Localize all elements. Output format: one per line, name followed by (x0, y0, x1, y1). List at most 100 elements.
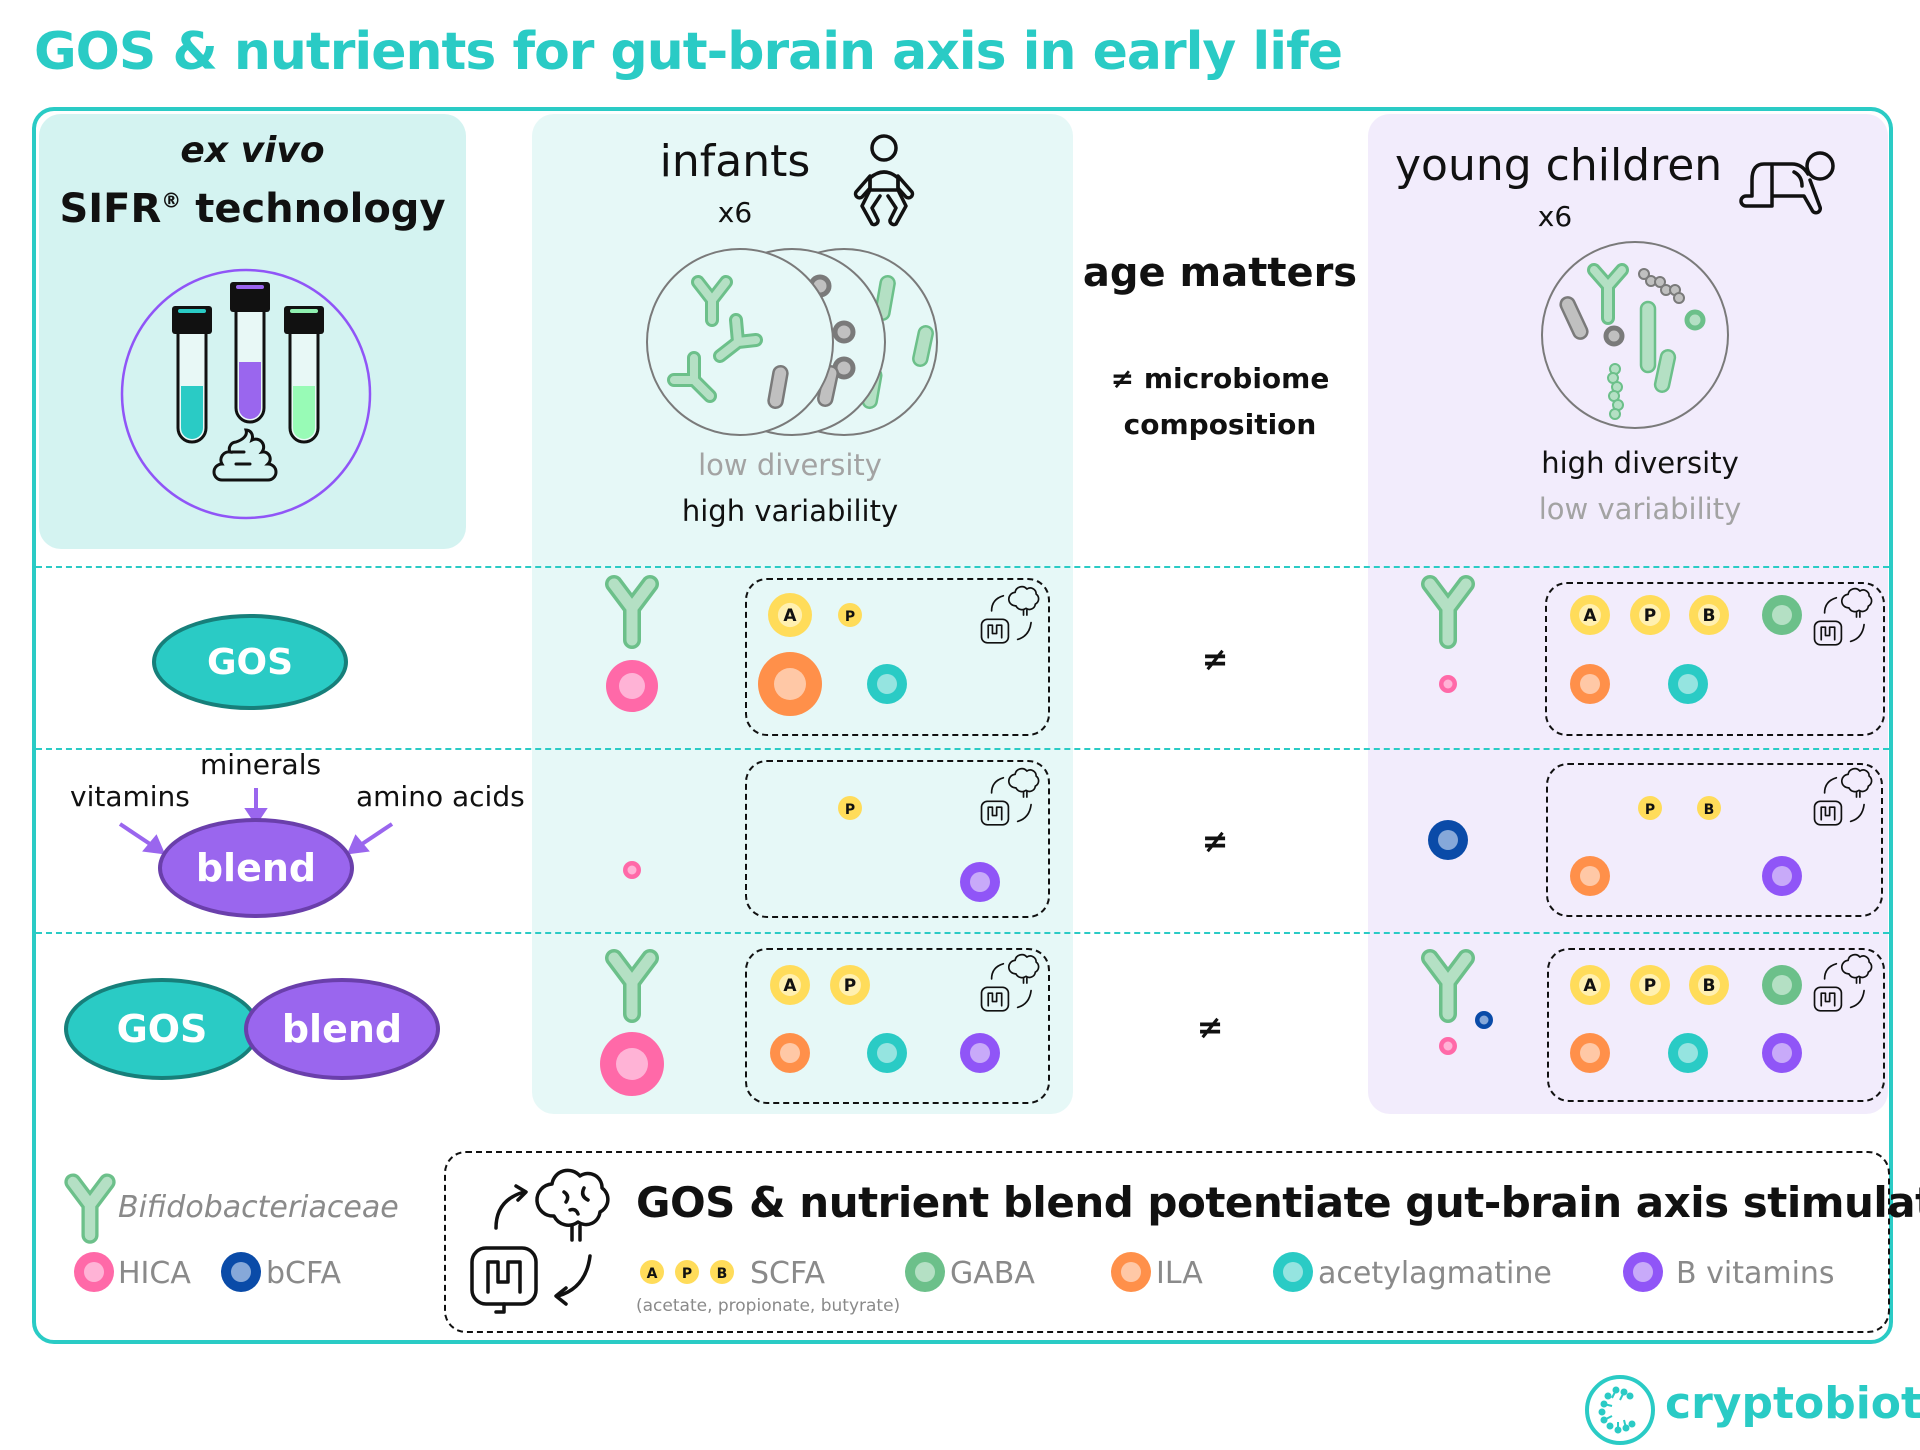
scfa-a-marker: A (1570, 965, 1610, 1005)
young-gos-metabolites-box (1545, 582, 1885, 736)
sifr-technology: technology (181, 186, 446, 232)
hica-marker (1439, 675, 1457, 693)
bifido-icon-inner (67, 1176, 113, 1241)
age-matters-heading: age matters (1082, 250, 1358, 296)
scfa-a-marker: A (640, 1260, 664, 1284)
blend-input-vitamins: vitamins (70, 780, 190, 813)
young-children-microbiome-illustration (1541, 241, 1729, 429)
gut-brain-icon (1813, 767, 1873, 826)
infants-diversity: low diversity (698, 448, 882, 482)
infants-gos-metabolites-box (745, 578, 1050, 736)
row-divider (36, 932, 1889, 934)
infants-count: x6 (717, 196, 753, 229)
ila-marker (758, 652, 822, 716)
acetylagmatine-marker (867, 664, 907, 704)
scfa-letter: B (1704, 802, 1715, 818)
bifido-icon-inner (1424, 952, 1472, 1020)
b-vitamins-marker (1762, 1033, 1802, 1073)
scfa-letter: B (717, 1266, 728, 1282)
sifr-line2: SIFR® technology (39, 186, 466, 232)
scfa-letter: B (1703, 606, 1716, 626)
young-children-title: young children (1395, 140, 1723, 191)
infants-microbiome-illustration (646, 248, 938, 436)
legend-acetylagmatine-icon (1273, 1252, 1313, 1292)
hica-marker (1439, 1037, 1457, 1055)
cryptobiotix-logo-text: cryptobiotix (1665, 1378, 1920, 1429)
sifr-circle (120, 268, 372, 520)
b-vitamins-marker (960, 1033, 1000, 1073)
gaba-marker (1762, 965, 1802, 1005)
scfa-b-marker: B (710, 1260, 734, 1284)
scfa-a-marker: A (768, 593, 812, 637)
gut-brain-icon (1813, 587, 1873, 646)
scfa-a-marker: A (1570, 595, 1610, 635)
neq-symbol: ≠ (1201, 640, 1229, 678)
bifido-icon-inner (1424, 578, 1472, 646)
legend-b-vitamins-icon (1623, 1252, 1663, 1292)
infants-blend-metabolites-box (745, 760, 1050, 918)
blend-input-amino-acids: amino acids (356, 780, 525, 813)
ila-marker (770, 1033, 810, 1073)
gut-brain-axis-icon (470, 1168, 610, 1314)
legend-bcfa-label: bCFA (266, 1256, 342, 1291)
scfa-letter: A (1583, 976, 1597, 996)
bcfa-marker (1428, 820, 1468, 860)
test-tube-green-icon (284, 306, 324, 444)
neq-symbol: ≠ (1196, 1008, 1224, 1046)
bifido-cells (667, 275, 763, 403)
brain-icon (535, 1168, 610, 1242)
gut-brain-icon (980, 953, 1040, 1012)
b-vitamins-marker (960, 862, 1000, 902)
sifr-illustration (120, 268, 372, 520)
hica-marker (623, 861, 641, 879)
gos-treatment: GOS (152, 614, 348, 710)
hica-marker (606, 660, 658, 712)
sifr-name: SIFR (59, 186, 162, 232)
ila-marker (1570, 1033, 1610, 1073)
legend-hica-label: HICA (118, 1256, 191, 1291)
scfa-p-marker: P (1638, 796, 1662, 820)
sifr-line1: ex vivo (180, 130, 325, 171)
test-tube-teal-icon (172, 306, 212, 444)
b-vitamins-marker (1762, 856, 1802, 896)
blend-treatment: blend (158, 818, 354, 918)
blend-input-arrows (118, 788, 394, 855)
young-children-diversity: high diversity (1541, 446, 1739, 480)
composition-line: composition (1123, 408, 1317, 441)
legend-gaba-label: GABA (950, 1256, 1035, 1291)
scfa-letter: P (845, 802, 855, 818)
legend-scfa-label: SCFA (750, 1256, 826, 1291)
blend-input-minerals: minerals (200, 748, 322, 781)
stool-icon (212, 428, 278, 482)
hica-marker (600, 1032, 664, 1096)
neq-symbol: ≠ (1201, 822, 1229, 860)
scfa-p-marker: P (1630, 595, 1670, 635)
legend-bifido-label: Bifidobacteriaceae (118, 1190, 399, 1225)
gos-treatment-combined: GOS (64, 978, 260, 1080)
legend-bcfa-icon (221, 1252, 261, 1292)
microbiome-composition-note: ≠ microbiome composition (1075, 356, 1365, 448)
legend-ila-label: ILA (1156, 1256, 1203, 1291)
cryptobiotix-logo-icon (1585, 1375, 1655, 1445)
scfa-letter: A (783, 976, 797, 996)
bifido-icon-inner (608, 578, 656, 646)
arrow-icon (118, 822, 166, 855)
scfa-p-marker: P (1630, 965, 1670, 1005)
row-divider (36, 748, 1889, 750)
scfa-a-marker: A (770, 965, 810, 1005)
scfa-p-marker: P (830, 965, 870, 1005)
scfa-b-marker: B (1689, 965, 1729, 1005)
test-tube-purple-icon (230, 282, 270, 424)
legend-gaba-icon (905, 1252, 945, 1292)
acetylagmatine-marker (867, 1033, 907, 1073)
scfa-b-marker: B (1697, 796, 1721, 820)
row-divider (36, 566, 1889, 568)
legend-acetylagmatine-label: acetylagmatine (1318, 1256, 1552, 1291)
scfa-p-marker: P (838, 603, 862, 627)
acetylagmatine-marker (1668, 1033, 1708, 1073)
scfa-b-marker: B (1689, 595, 1729, 635)
scfa-letter: A (647, 1266, 658, 1282)
young-combined-metabolites-box (1547, 948, 1885, 1102)
scfa-letter: B (1703, 976, 1716, 996)
